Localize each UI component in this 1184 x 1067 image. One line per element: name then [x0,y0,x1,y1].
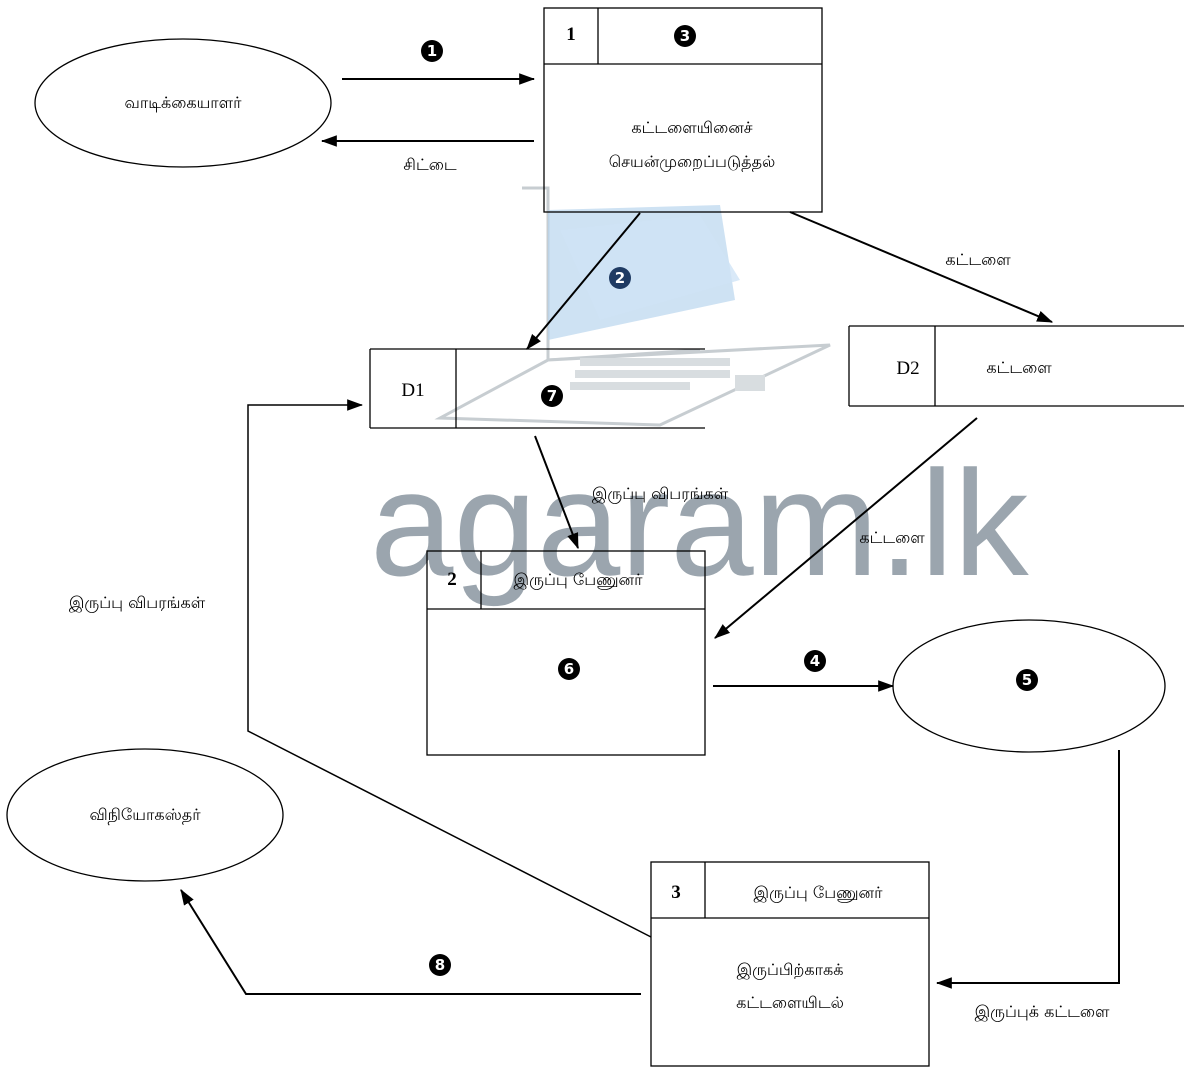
process-1-name-line1: கட்டளையினைச் [631,118,752,137]
marker-2: 2 [609,267,631,289]
svg-text:4: 4 [810,652,820,670]
process-3-name-line2: கட்டளையிடல் [736,993,844,1012]
watermark-text: agaram.lk [370,439,1030,607]
process-1: 1 3 கட்டளையினைச் செயன்முறைப்படுத்தல் [544,8,822,212]
marker-7: 7 [541,385,563,407]
marker-5: 5 [1016,669,1038,691]
svg-text:1: 1 [427,42,437,60]
process-3: 3 இருப்பு பேணுனர் இருப்பிற்காகக் கட்டளைய… [651,862,929,1066]
flow-p3-to-supplier [181,890,641,994]
svg-text:8: 8 [435,956,445,974]
marker-6: 6 [558,658,580,680]
flow-d1-to-p2-label: இருப்பு விபரங்கள் [592,484,729,504]
process-3-name-line1: இருப்பிற்காகக் [737,960,844,980]
data-store-d1-id: D1 [401,380,424,401]
process-2-owner: இருப்பு பேணுனர் [514,570,644,590]
marker-4: 4 [804,650,826,672]
flow-p3-to-d1-label: இருப்பு விபரங்கள் [69,593,206,613]
process-3-owner: இருப்பு பேணுனர் [754,883,884,903]
flow-p1-to-customer-label: சிட்டை [403,155,456,174]
customer-entity-label: வாடிக்கையாளர் [125,93,243,112]
flow-d2-to-p2-label: கட்டளை [859,528,925,547]
data-store-d2-name: கட்டளை [986,358,1052,377]
svg-text:5: 5 [1022,671,1032,689]
watermark: agaram.lk [370,188,1030,607]
flow-entity-to-p3 [937,750,1119,983]
supplier-entity-label: விநியோகஸ்தர் [89,805,201,824]
process-1-id: 1 [566,24,576,45]
svg-text:3: 3 [680,27,690,45]
process-3-id: 3 [671,882,681,903]
flow-p1-to-d2-label: கட்டளை [945,250,1011,269]
svg-text:7: 7 [547,387,557,405]
svg-text:2: 2 [615,269,625,287]
data-store-d2: D2 கட்டளை [849,326,1184,406]
flow-entity-to-p3-label: இருப்புக் கட்டளை [975,1002,1110,1022]
svg-text:6: 6 [564,660,574,678]
laptop-icon [440,188,830,425]
data-store-d2-id: D2 [896,358,919,379]
process-1-name-line2: செயன்முறைப்படுத்தல் [609,152,776,172]
marker-8: 8 [429,954,451,976]
flow-p1-to-d2 [790,212,1052,322]
marker-3: 3 [674,25,696,47]
marker-1: 1 [421,40,443,62]
process-2-id: 2 [447,569,457,590]
